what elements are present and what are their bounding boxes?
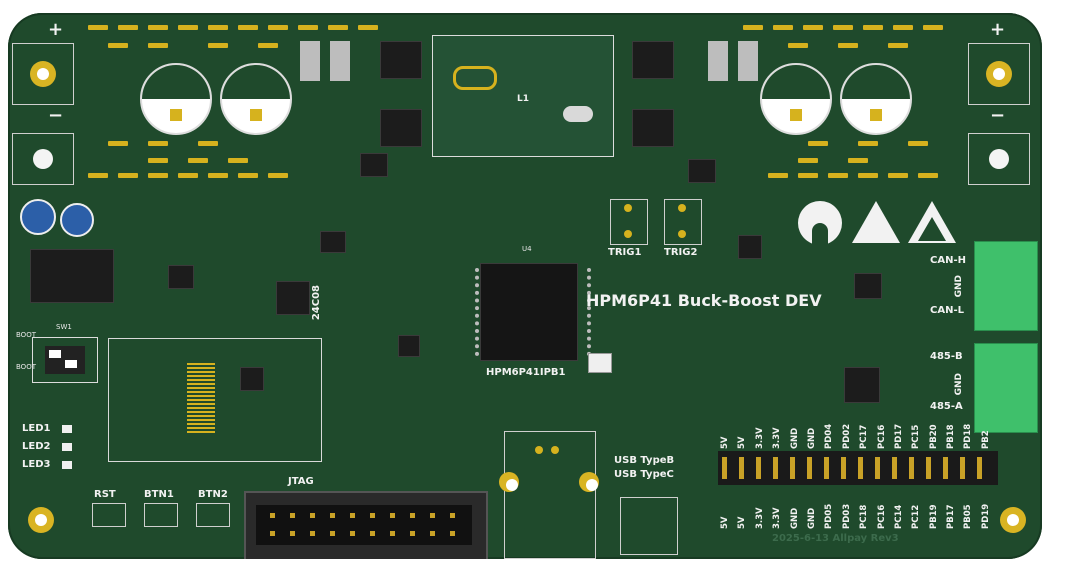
capacitor-c9b [840, 63, 912, 135]
trig1-label: TRIG1 [608, 247, 642, 258]
btn2-button[interactable] [196, 503, 230, 527]
plus-label-right: + [990, 19, 1006, 40]
usb-typec-port[interactable] [620, 497, 678, 555]
power-jack-right-top [968, 43, 1030, 105]
trig2-label: TRIG2 [664, 247, 698, 258]
sw1-label: SW1 [56, 323, 72, 331]
plus-label-left: + [48, 19, 64, 40]
shunt-left [300, 41, 320, 81]
mount-hole-br [1000, 507, 1026, 533]
shunt-right2 [738, 41, 758, 81]
led1 [62, 425, 72, 433]
rs485-terminal-block[interactable] [974, 343, 1038, 433]
mcu-chip [475, 263, 591, 361]
board-title: HPM6P41 Buck-Boost DEV [586, 291, 822, 310]
usb-typeb-port[interactable] [499, 431, 599, 559]
mosfet-q2-top [380, 41, 422, 79]
can-h-label: CAN-H [930, 255, 966, 266]
capacitor-c4a [140, 63, 212, 135]
rs485-gnd-label: GND [954, 373, 964, 396]
capacitor-c9a [760, 63, 832, 135]
crystal-y1 [588, 353, 612, 373]
small-ic-2 [688, 159, 716, 183]
small-ic-7 [738, 235, 762, 259]
rs485-b-label: 485-B [930, 351, 963, 362]
jtag-label: JTAG [288, 476, 314, 487]
minus-label-left: − [48, 105, 64, 126]
mcu-refdes: U4 [522, 245, 532, 253]
trig2-testpoint[interactable] [664, 199, 702, 245]
small-ic-5 [240, 367, 264, 391]
usb-typeb-label: USB TypeB [614, 455, 675, 466]
mosfet-q4 [632, 109, 674, 147]
mosfet-q2-bot [380, 109, 422, 147]
capacitor-c4b [220, 63, 292, 135]
btn1-label: BTN1 [144, 489, 174, 500]
shunt-right [708, 41, 728, 81]
esd-warning-icon [852, 201, 900, 243]
led3-label: LED3 [22, 459, 51, 470]
gpio-header[interactable] [718, 451, 998, 485]
rs485-transceiver [844, 367, 880, 403]
display-outline [108, 338, 322, 462]
blue-capacitor-2 [60, 203, 94, 237]
can-transceiver [854, 273, 882, 299]
power-jack-right-bottom [968, 133, 1030, 185]
small-ic-1 [360, 153, 388, 177]
mcu-marking: HPM6P41IPB1 [486, 367, 566, 378]
shunt-left2 [330, 41, 350, 81]
revision-label: 2025-6-13 Allpay Rev3 [772, 533, 899, 544]
led2 [62, 443, 72, 451]
led1-label: LED1 [22, 423, 51, 434]
mosfet-q3 [632, 41, 674, 79]
led3 [62, 461, 72, 469]
can-terminal-block[interactable] [974, 241, 1038, 331]
small-ic-4 [168, 265, 194, 289]
header-top-labels: 5V 5V 3.3V 3.3V GND GND PD04 PD02 PC17 P… [720, 423, 991, 449]
rst-button[interactable] [92, 503, 126, 527]
mount-hole-bl [28, 507, 54, 533]
pcb-board: + − + − L1 [8, 13, 1042, 559]
boot-label-1: BOOT [16, 331, 36, 339]
small-ic-6 [398, 335, 420, 357]
can-l-label: CAN-L [930, 305, 964, 316]
small-ic-3 [320, 231, 346, 253]
boot-switch[interactable] [32, 337, 98, 383]
led2-label: LED2 [22, 441, 51, 452]
can-gnd-label: GND [954, 275, 964, 298]
trig1-testpoint[interactable] [610, 199, 648, 245]
usb-typec-label: USB TypeC [614, 469, 674, 480]
header-bottom-labels: 5V 5V 3.3V 3.3V GND GND PD05 PD03 PC18 P… [720, 503, 991, 529]
inductor-l1: L1 [432, 35, 614, 157]
boot-label-2: BOOT [16, 363, 36, 371]
eeprom-u6 [276, 281, 310, 315]
rst-label: RST [94, 489, 116, 500]
btn2-label: BTN2 [198, 489, 228, 500]
power-jack-left-bottom [12, 133, 74, 185]
hot-surface-inner [918, 217, 946, 241]
jtag-connector[interactable] [244, 491, 488, 559]
btn1-button[interactable] [144, 503, 178, 527]
blue-capacitor-1 [20, 199, 56, 235]
rs485-a-label: 485-A [930, 401, 963, 412]
power-jack-left-top [12, 43, 74, 105]
minus-label-right: − [990, 105, 1006, 126]
regulator [30, 249, 114, 303]
gear-icon [798, 201, 842, 245]
eeprom-label: 24C08 [311, 285, 322, 321]
